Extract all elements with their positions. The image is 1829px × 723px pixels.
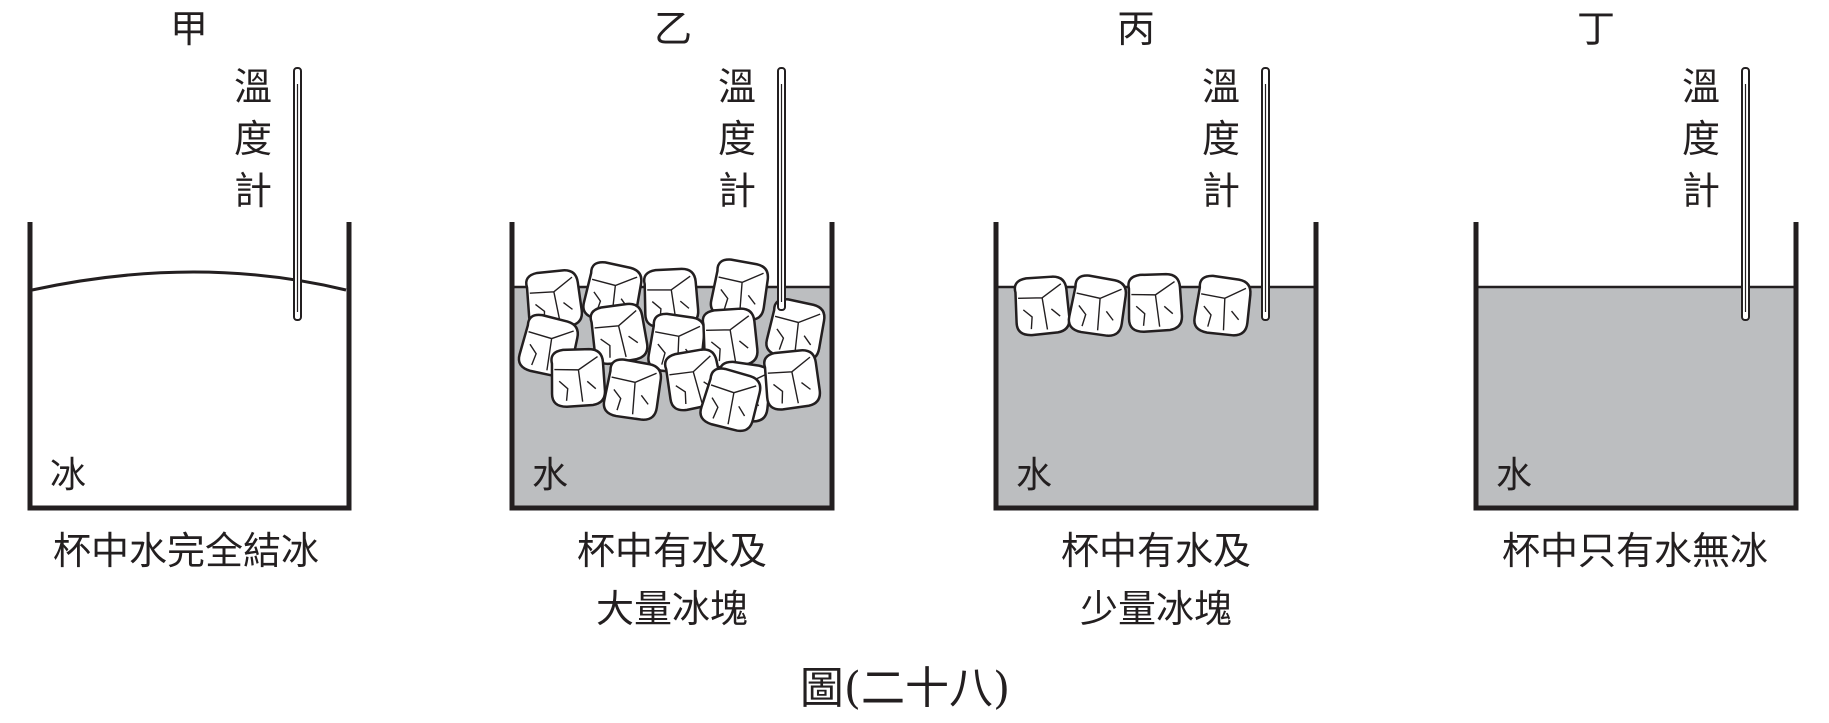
thermometer-label-char: 計 bbox=[234, 169, 272, 213]
ice-cube-facets bbox=[611, 372, 657, 415]
ice-cube-facets bbox=[528, 330, 574, 371]
ice-surface bbox=[31, 270, 347, 292]
thermometer-ding: 溫 度 計 bbox=[1682, 65, 1750, 321]
thermometer-jia: 溫 度 計 bbox=[234, 65, 302, 321]
ice-cube bbox=[1127, 272, 1184, 334]
water-fill bbox=[1476, 287, 1796, 508]
thermometer-label-char: 計 bbox=[1202, 169, 1240, 213]
ice-cube bbox=[1067, 274, 1128, 337]
ice-cube-facets bbox=[710, 384, 757, 425]
ice-cube bbox=[602, 358, 663, 421]
ice-cube-facets bbox=[718, 272, 764, 315]
thermometer-label-char: 溫 bbox=[718, 65, 756, 109]
ice-cube-body bbox=[1127, 272, 1184, 334]
ice-cube-facets bbox=[1076, 288, 1122, 331]
ice-cube-body bbox=[763, 349, 822, 411]
beaker-outline bbox=[27, 222, 352, 511]
panel-title: 丁 bbox=[1577, 7, 1615, 51]
ice-cube-facets bbox=[767, 356, 811, 404]
ice-cube-body bbox=[642, 267, 700, 329]
thermometer-label-char: 度 bbox=[234, 117, 272, 161]
panel-description-line: 少量冰塊 bbox=[1080, 587, 1232, 631]
beaker-outline bbox=[1473, 222, 1799, 511]
ice-cube bbox=[699, 367, 762, 433]
ice-cube bbox=[550, 347, 607, 409]
thermometer-label-char: 度 bbox=[1682, 117, 1720, 161]
ice-cube-facets bbox=[1131, 280, 1175, 327]
ice-cube-facets bbox=[706, 315, 750, 362]
panel-description-line: 大量冰塊 bbox=[596, 587, 748, 631]
panel-description-line: 杯中只有水無冰 bbox=[1502, 529, 1768, 573]
ice-cube bbox=[1193, 274, 1252, 337]
panel-yi: 乙 水 溫 度 計 杯中有水及 大量冰塊 bbox=[509, 7, 835, 631]
ice-cube bbox=[1013, 275, 1071, 337]
ice-cube-facets bbox=[655, 325, 701, 369]
ice-cubes-small-amount bbox=[1013, 272, 1252, 337]
beaker-outline bbox=[509, 222, 835, 511]
beaker-ding: 水 bbox=[1473, 222, 1799, 511]
ice-cube bbox=[709, 258, 770, 321]
ice-cube bbox=[642, 267, 700, 329]
thermometer-bing: 溫 度 計 bbox=[1202, 65, 1270, 321]
figure-caption: 圖(二十八) bbox=[800, 663, 1010, 714]
thermometer-yi: 溫 度 計 bbox=[718, 65, 786, 311]
panel-description-line: 杯中水完全結冰 bbox=[53, 529, 319, 573]
ice-cube-facets bbox=[647, 275, 691, 322]
thermometer-label-char: 溫 bbox=[1202, 65, 1240, 109]
ice-cubes-large-amount bbox=[517, 258, 826, 433]
beaker-bing: 水 bbox=[993, 222, 1319, 511]
ice-cube-facets bbox=[1201, 287, 1247, 331]
ice-cube-facets bbox=[669, 355, 714, 405]
beaker-content-label: 水 bbox=[1016, 455, 1052, 496]
ice-cube-body bbox=[699, 367, 762, 433]
ice-cube-facets bbox=[529, 276, 573, 324]
ice-cube bbox=[763, 349, 822, 411]
thermometer-label-char: 溫 bbox=[234, 65, 272, 109]
panel-ding: 丁 水 溫 度 計 杯中只有水無冰 bbox=[1473, 7, 1799, 573]
ice-cube-body bbox=[1013, 275, 1071, 337]
ice-cube-facets bbox=[1018, 283, 1062, 330]
thermometer-label-char: 度 bbox=[1202, 117, 1240, 161]
thermometer-label-char: 計 bbox=[718, 169, 756, 213]
thermometer-label-char: 溫 bbox=[1682, 65, 1720, 109]
panel-jia: 甲 冰 溫 度 計 杯中水完全結冰 bbox=[27, 7, 352, 573]
beaker-jia: 冰 bbox=[27, 222, 352, 511]
beaker-content-label: 冰 bbox=[50, 455, 86, 496]
thermometer-label-char: 計 bbox=[1682, 169, 1720, 213]
panel-title: 甲 bbox=[170, 7, 208, 51]
ice-cube-facets bbox=[554, 355, 598, 402]
ice-cube-facets bbox=[774, 313, 821, 355]
beaker-yi: 水 bbox=[509, 222, 835, 511]
panel-description-line: 杯中有水及 bbox=[1061, 529, 1251, 573]
panel-bing: 丙 水 溫 度 計 杯中有水及 少量冰塊 bbox=[993, 7, 1319, 631]
ice-cube-facets bbox=[594, 309, 639, 358]
thermometer-label-char: 度 bbox=[718, 117, 756, 161]
panel-title: 乙 bbox=[654, 7, 692, 51]
panel-title: 丙 bbox=[1117, 7, 1155, 51]
beaker-content-label: 水 bbox=[1496, 455, 1532, 496]
ice-cube-body bbox=[1193, 274, 1252, 337]
ice-cube-body bbox=[550, 347, 607, 409]
beaker-content-label: 水 bbox=[532, 455, 568, 496]
panel-description-line: 杯中有水及 bbox=[577, 529, 767, 573]
ice-cube-facets bbox=[591, 276, 638, 318]
beaker-outline bbox=[993, 222, 1319, 511]
